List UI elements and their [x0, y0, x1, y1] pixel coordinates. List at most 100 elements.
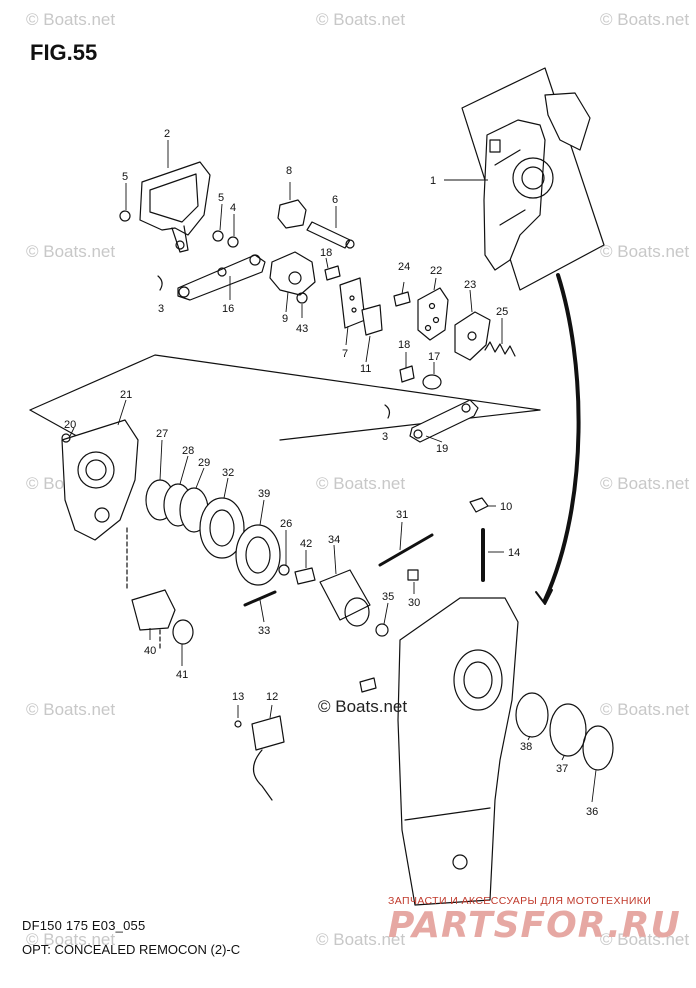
- watermark: © Boats.net: [26, 700, 116, 719]
- label-23: 23: [464, 279, 476, 291]
- part-34-drum: [319, 569, 371, 627]
- watermark: © Boats.net: [600, 474, 690, 493]
- label-43: 43: [296, 323, 308, 335]
- label-31: 31: [396, 509, 408, 521]
- washer-5b: [212, 230, 224, 242]
- washer-5a: [119, 210, 131, 222]
- part-26: [278, 564, 290, 576]
- label-8: 8: [286, 165, 292, 177]
- watermark: © Boats.net: [316, 10, 406, 29]
- assembly-arrow: [543, 273, 581, 602]
- diagram-caption: OPT: CONCEALED REMOCON (2)-C: [22, 942, 241, 957]
- watermark: © Boats.net: [26, 10, 116, 29]
- part-13-screw: [234, 720, 242, 728]
- diagram-code: DF150 175 E03_055: [22, 918, 146, 933]
- part-39-washer: [235, 524, 281, 586]
- brand-tagline: ЗАПЧАСТИ И АКСЕССУАРЫ ДЛЯ МОТОТЕХНИКИ: [388, 895, 652, 907]
- part-43: [296, 292, 308, 304]
- label-18: 18: [398, 339, 410, 351]
- part-17-washer: [422, 374, 442, 390]
- clip-3-top: [157, 275, 163, 291]
- label-33: 33: [258, 625, 270, 637]
- part-12-sensor: [251, 715, 285, 801]
- watermark: © Boats.net: [600, 10, 690, 29]
- label-32: 32: [222, 467, 234, 479]
- label-22: 22: [430, 265, 442, 277]
- part-8-nut: [277, 199, 307, 229]
- label-12: 12: [266, 691, 278, 703]
- figure-title: FIG.55: [30, 40, 98, 65]
- label-3: 3: [158, 303, 164, 315]
- watermark: © Boats.net: [316, 930, 406, 949]
- label-28: 28: [182, 445, 194, 457]
- part-37-ring: [549, 703, 587, 757]
- label-37: 37: [556, 763, 568, 775]
- watermark: © Boats.net: [26, 930, 116, 949]
- label-13: 13: [232, 691, 244, 703]
- part-30: [407, 569, 419, 581]
- label-25: 25: [496, 306, 508, 318]
- part-38-ring: [515, 692, 549, 738]
- label-20: 20: [64, 419, 76, 431]
- label-27: 27: [156, 428, 168, 440]
- watermark: © Boats.net: [26, 242, 116, 261]
- part-23-cam: [454, 311, 491, 361]
- part-42: [294, 567, 316, 585]
- part-16-link: [177, 254, 266, 301]
- label-18: 18: [320, 247, 332, 259]
- label-21: 21: [120, 389, 132, 401]
- main-housing: [397, 597, 519, 906]
- label-14: 14: [508, 547, 520, 559]
- label-41: 41: [176, 669, 188, 681]
- part-33-pin: [243, 590, 277, 607]
- label-36: 36: [586, 806, 598, 818]
- remote-control-head: [483, 92, 591, 271]
- bolt-24: [393, 291, 411, 307]
- label-34: 34: [328, 534, 340, 546]
- label-24: 24: [398, 261, 410, 273]
- label-10: 10: [500, 501, 512, 513]
- label-35: 35: [382, 591, 394, 603]
- label-5: 5: [122, 171, 128, 183]
- watermark: © Boats.net: [316, 474, 406, 493]
- part-36-circlip: [582, 725, 614, 771]
- watermark: © Boats.net: [600, 242, 690, 261]
- label-30: 30: [408, 597, 420, 609]
- label-2: 2: [164, 128, 170, 140]
- part-31-rod: [378, 533, 434, 567]
- part-7-bracket: [339, 277, 366, 329]
- label-40: 40: [144, 645, 156, 657]
- part-9-disc: [269, 251, 316, 296]
- part-40-block: [131, 589, 176, 631]
- clip-3-bottom: [384, 404, 391, 419]
- part-21-plate: [61, 419, 139, 541]
- part-2-bracket: [139, 161, 211, 253]
- brand-logo: PARTSFOR.RU: [388, 905, 681, 946]
- label-42: 42: [300, 538, 312, 550]
- label-16: 16: [222, 303, 234, 315]
- part-32-gear: [199, 497, 245, 559]
- washer-4: [227, 236, 239, 248]
- part-11: [361, 304, 383, 336]
- label-7: 7: [342, 348, 348, 360]
- part-25-spring: [484, 341, 516, 357]
- part-6-shaft: [306, 221, 355, 249]
- label-5: 5: [218, 192, 224, 204]
- bolt-18a: [324, 265, 341, 281]
- watermark: © Boats.net: [600, 930, 690, 949]
- label-29: 29: [198, 457, 210, 469]
- label-3: 3: [382, 431, 388, 443]
- label-38: 38: [520, 741, 532, 753]
- label-19: 19: [436, 443, 448, 455]
- part-35: [375, 623, 389, 637]
- watermark: © Boats.net: [600, 700, 690, 719]
- part-10-nut: [469, 497, 489, 513]
- part-19-link: [409, 399, 479, 443]
- bolt-18b: [399, 365, 415, 383]
- label-6: 6: [332, 194, 338, 206]
- center-watermark: © Boats.net: [318, 697, 408, 716]
- label-26: 26: [280, 518, 292, 530]
- label-4: 4: [230, 202, 236, 214]
- label-11: 11: [360, 363, 371, 375]
